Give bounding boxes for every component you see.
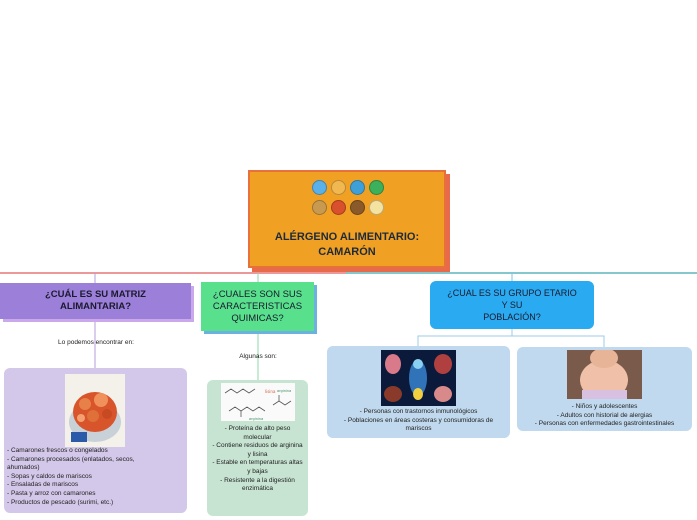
list-item: - Resistente a la digestión enzimática xyxy=(220,476,295,493)
branch-chemical-features-title: ¿CUALES SON SUS CARACTERISTICAS QUIMICAS… xyxy=(212,288,303,324)
milk-icon xyxy=(369,200,384,215)
list-item: - Proteína de alto peso molecular xyxy=(224,425,291,441)
leaf-icon xyxy=(369,180,384,195)
population-card-left[interactable]: - Personas con trastornos inmunológicos … xyxy=(327,346,510,438)
amino-acid-structure-image: lisina arginina arginina xyxy=(221,383,295,421)
chemical-features-list: - Proteína de alto peso molecular - Cont… xyxy=(210,425,305,494)
food-matrix-list: - Camarones frescos o congelados - Camar… xyxy=(7,447,135,507)
branch-age-group[interactable]: ¿CUAL ES SU GRUPO ETARIO Y SU POBLACIÓN? xyxy=(430,281,594,329)
organs-image xyxy=(381,350,456,406)
list-item: - Adultos con historial de alergias xyxy=(556,411,653,419)
list-item: - Camarones procesados (enlatados, secos… xyxy=(7,455,135,463)
list-item: - Niños y adolescentes xyxy=(571,403,638,410)
list-item: - Personas con enfermedades gastrointest… xyxy=(534,420,675,428)
root-node[interactable]: ALÉRGENO ALIMENTARIO: CAMARÓN xyxy=(248,170,446,268)
connector-branch3-cards xyxy=(417,329,605,347)
list-item: - Estable en temperaturas altas y bajas xyxy=(212,459,303,475)
population-left-list: - Personas con trastornos inmunológicos … xyxy=(331,408,506,434)
list-item: - Productos de pescado (surimi, etc.) xyxy=(7,498,114,506)
water-drop-icon xyxy=(312,180,327,195)
chemical-features-card[interactable]: lisina arginina arginina - Proteína de a… xyxy=(207,380,308,516)
branch-food-matrix-title: ¿CUÁL ES SU MATRIZ ALIMANTARIA? xyxy=(45,289,146,312)
population-card-right[interactable]: - Niños y adolescentes - Adultos con his… xyxy=(517,347,692,431)
chem-label: arginina xyxy=(277,389,291,393)
chem-label: lisina xyxy=(265,389,276,394)
shrimp-dish-image xyxy=(65,374,125,447)
list-item: ahumados) xyxy=(7,464,40,472)
list-item: - Pasta y arroz con camarones xyxy=(7,489,96,497)
peanut-icon xyxy=(312,200,327,215)
population-right-list: - Niños y adolescentes - Adultos con his… xyxy=(519,403,690,429)
nut-icon xyxy=(350,200,365,215)
list-item: - Camarones frescos o congelados xyxy=(7,447,108,454)
list-item: - Contiene residuos de arginina y lisina xyxy=(212,442,303,458)
branch-chemical-features-label: Algunas son: xyxy=(239,353,277,360)
branch-chemical-features[interactable]: ¿CUALES SON SUS CARACTERISTICAS QUIMICAS… xyxy=(201,282,314,331)
grain-icon xyxy=(331,180,346,195)
branch-food-matrix[interactable]: ¿CUÁL ES SU MATRIZ ALIMANTARIA? xyxy=(0,283,191,319)
root-title: ALÉRGENO ALIMENTARIO: CAMARÓN xyxy=(274,231,420,258)
food-matrix-card[interactable]: - Camarones frescos o congelados - Camar… xyxy=(4,368,187,513)
shrimp-icon xyxy=(331,200,346,215)
branch-age-group-title: ¿CUAL ES SU GRUPO ETARIO Y SU POBLACIÓN? xyxy=(447,288,577,322)
list-item: - Personas con trastornos inmunológicos xyxy=(359,408,478,415)
branch-food-matrix-label: Lo podemos encontrar en: xyxy=(58,339,134,346)
list-item: - Ensaladas de mariscos xyxy=(7,481,79,489)
child-image xyxy=(567,350,642,399)
list-item: - Sopas y caldos de mariscos xyxy=(7,472,92,480)
chem-label: arginina xyxy=(249,417,263,421)
allergen-icons xyxy=(312,180,384,220)
fish-icon xyxy=(350,180,365,195)
list-item: - Poblaciones en áreas costeras y consum… xyxy=(343,416,494,433)
